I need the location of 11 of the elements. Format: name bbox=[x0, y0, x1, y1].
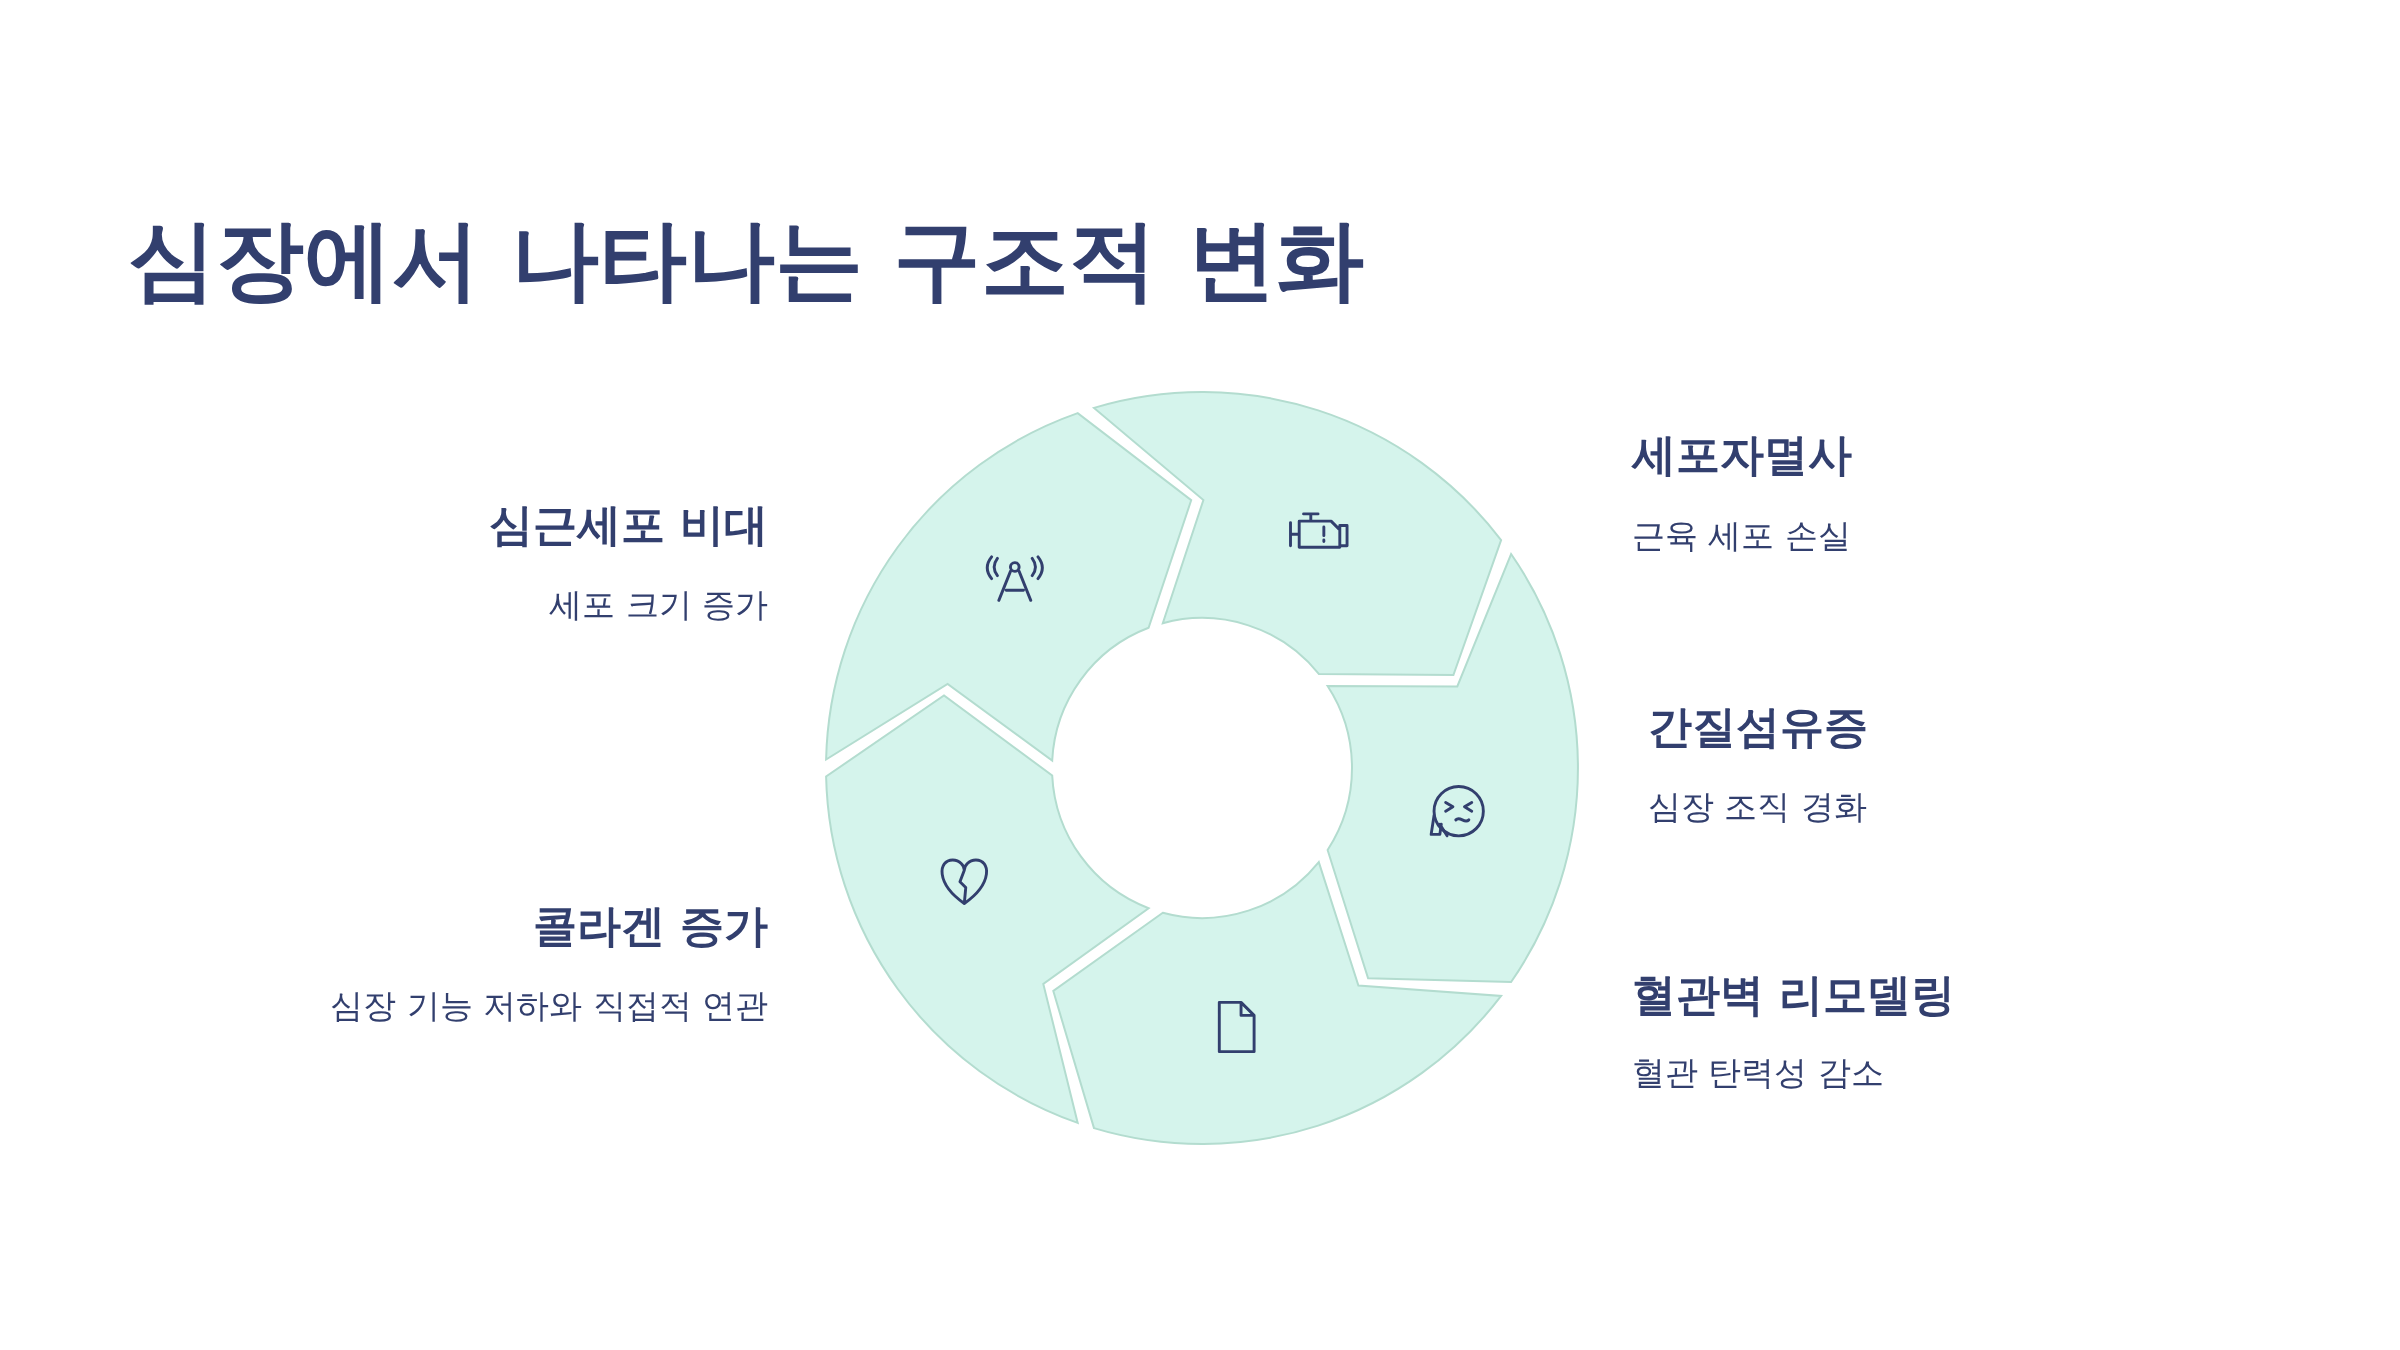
step-description: 심장 조직 경화 bbox=[1648, 788, 1867, 826]
step-heading: 콜라겐 증가 bbox=[532, 900, 768, 952]
step-description: 세포 크기 증가 bbox=[549, 586, 768, 624]
step-heading: 세포자멸사 bbox=[1632, 429, 1852, 481]
step-heading: 간질섬유증 bbox=[1648, 701, 1868, 753]
step-description: 심장 기능 저하와 직접적 연관 bbox=[330, 987, 768, 1025]
step-heading: 혈관벽 리모델링 bbox=[1632, 969, 1956, 1021]
step-description: 근육 세포 손실 bbox=[1632, 517, 1851, 555]
step-heading: 심근세포 비대 bbox=[488, 499, 768, 551]
title: 심장에서 나타나는 구조적 변화 bbox=[128, 206, 1364, 313]
step-description: 혈관 탄력성 감소 bbox=[1632, 1054, 1884, 1092]
